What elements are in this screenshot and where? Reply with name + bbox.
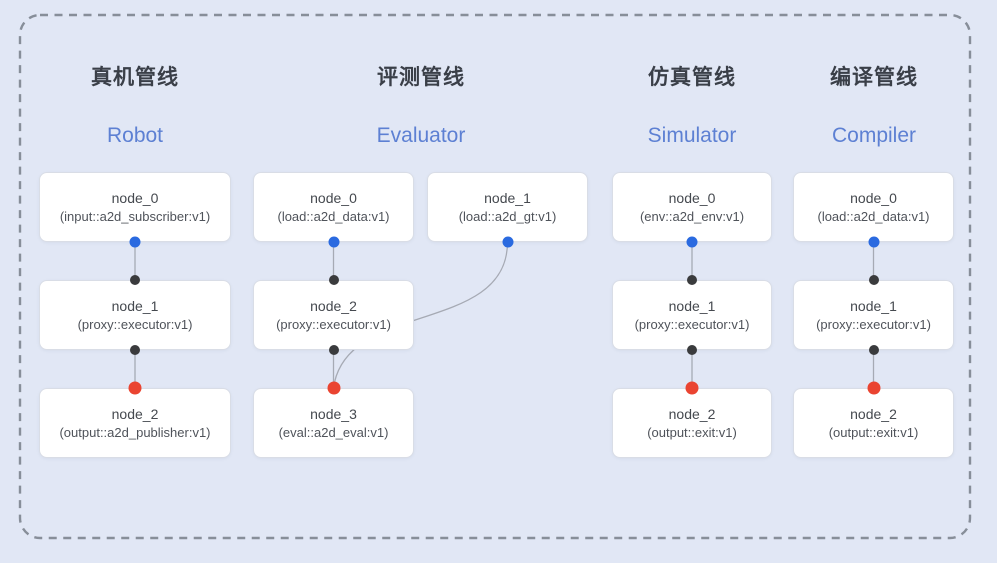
pipeline-title-en-simulator: Simulator [647,124,737,147]
node-label: node_2 [850,406,897,422]
pipeline-title-cn-robot: 真机管线 [91,66,179,89]
node-type-label: (input::a2d_subscriber:v1) [59,209,211,224]
node-label: node_1 [484,190,531,206]
pipeline-title-en-evaluator: Evaluator [376,124,466,147]
blue-port-dot [502,236,513,248]
node-type-label: (load::a2d_gt:v1) [458,209,557,224]
blue-port-dot [328,236,339,248]
node-box-simulator-node_2: node_2(output::exit:v1) [612,388,772,458]
node-type-label: (proxy::executor:v1) [816,317,931,332]
node-type-label: (output::exit:v1) [828,425,919,440]
red-port-dot [867,381,880,395]
black-port-dot [130,345,140,355]
node-label: node_3 [310,406,357,422]
node-box-robot-node_1: node_1(proxy::executor:v1) [39,280,231,350]
edge-connector [332,241,509,389]
black-port-dot [687,275,697,285]
red-port-dot [327,381,340,395]
node-label: node_0 [310,190,357,206]
black-port-dot [868,275,879,285]
node-label: node_1 [850,298,897,314]
node-type-label: (proxy::executor:v1) [77,317,193,332]
node-type-label: (load::a2d_data:v1) [277,209,390,224]
node-box-evaluator-node_3: node_3(eval::a2d_eval:v1) [253,388,414,458]
node-box-compiler-node_1: node_1(proxy::executor:v1) [793,280,954,350]
black-port-dot [328,345,339,355]
red-port-dot [128,381,142,395]
node-label: node_2 [111,406,159,422]
blue-port-dot [868,236,879,248]
node-label: node_2 [310,298,357,314]
node-type-label: (eval::a2d_eval:v1) [278,425,389,440]
black-port-dot [868,345,879,355]
node-label: node_0 [850,190,897,206]
node-box-robot-node_2: node_2(output::a2d_publisher:v1) [39,388,231,458]
node-label: node_0 [668,190,716,206]
node-box-simulator-node_1: node_1(proxy::executor:v1) [612,280,772,350]
node-type-label: (env::a2d_env:v1) [639,209,745,224]
pipeline-title-en-robot: Robot [106,124,164,147]
black-port-dot [328,275,339,285]
red-port-dot [685,381,699,395]
node-box-evaluator-node_2: node_2(proxy::executor:v1) [253,280,414,350]
black-port-dot [130,275,140,285]
node-box-evaluator-node_0: node_0(load::a2d_data:v1) [253,172,414,242]
node-type-label: (proxy::executor:v1) [634,317,750,332]
node-type-label: (load::a2d_data:v1) [817,209,930,224]
pipeline-title-cn-compiler: 编译管线 [830,66,918,89]
node-box-compiler-node_0: node_0(load::a2d_data:v1) [793,172,954,242]
node-label: node_1 [111,298,159,314]
blue-port-dot [129,236,141,248]
pipeline-title-cn-evaluator: 评测管线 [377,66,465,89]
node-box-evaluator-node_1: node_1(load::a2d_gt:v1) [427,172,588,242]
node-box-simulator-node_0: node_0(env::a2d_env:v1) [612,172,772,242]
node-type-label: (output::a2d_publisher:v1) [59,425,211,440]
node-label: node_1 [668,298,716,314]
pipeline-title-en-compiler: Compiler [831,124,917,147]
node-box-robot-node_0: node_0(input::a2d_subscriber:v1) [39,172,231,242]
blue-port-dot [686,236,698,248]
node-label: node_0 [111,190,159,206]
node-box-compiler-node_2: node_2(output::exit:v1) [793,388,954,458]
black-port-dot [687,345,697,355]
node-type-label: (output::exit:v1) [647,425,737,440]
pipeline-title-cn-simulator: 仿真管线 [648,66,736,89]
node-type-label: (proxy::executor:v1) [276,317,391,332]
dashed-frame [18,13,972,540]
node-label: node_2 [668,406,716,422]
